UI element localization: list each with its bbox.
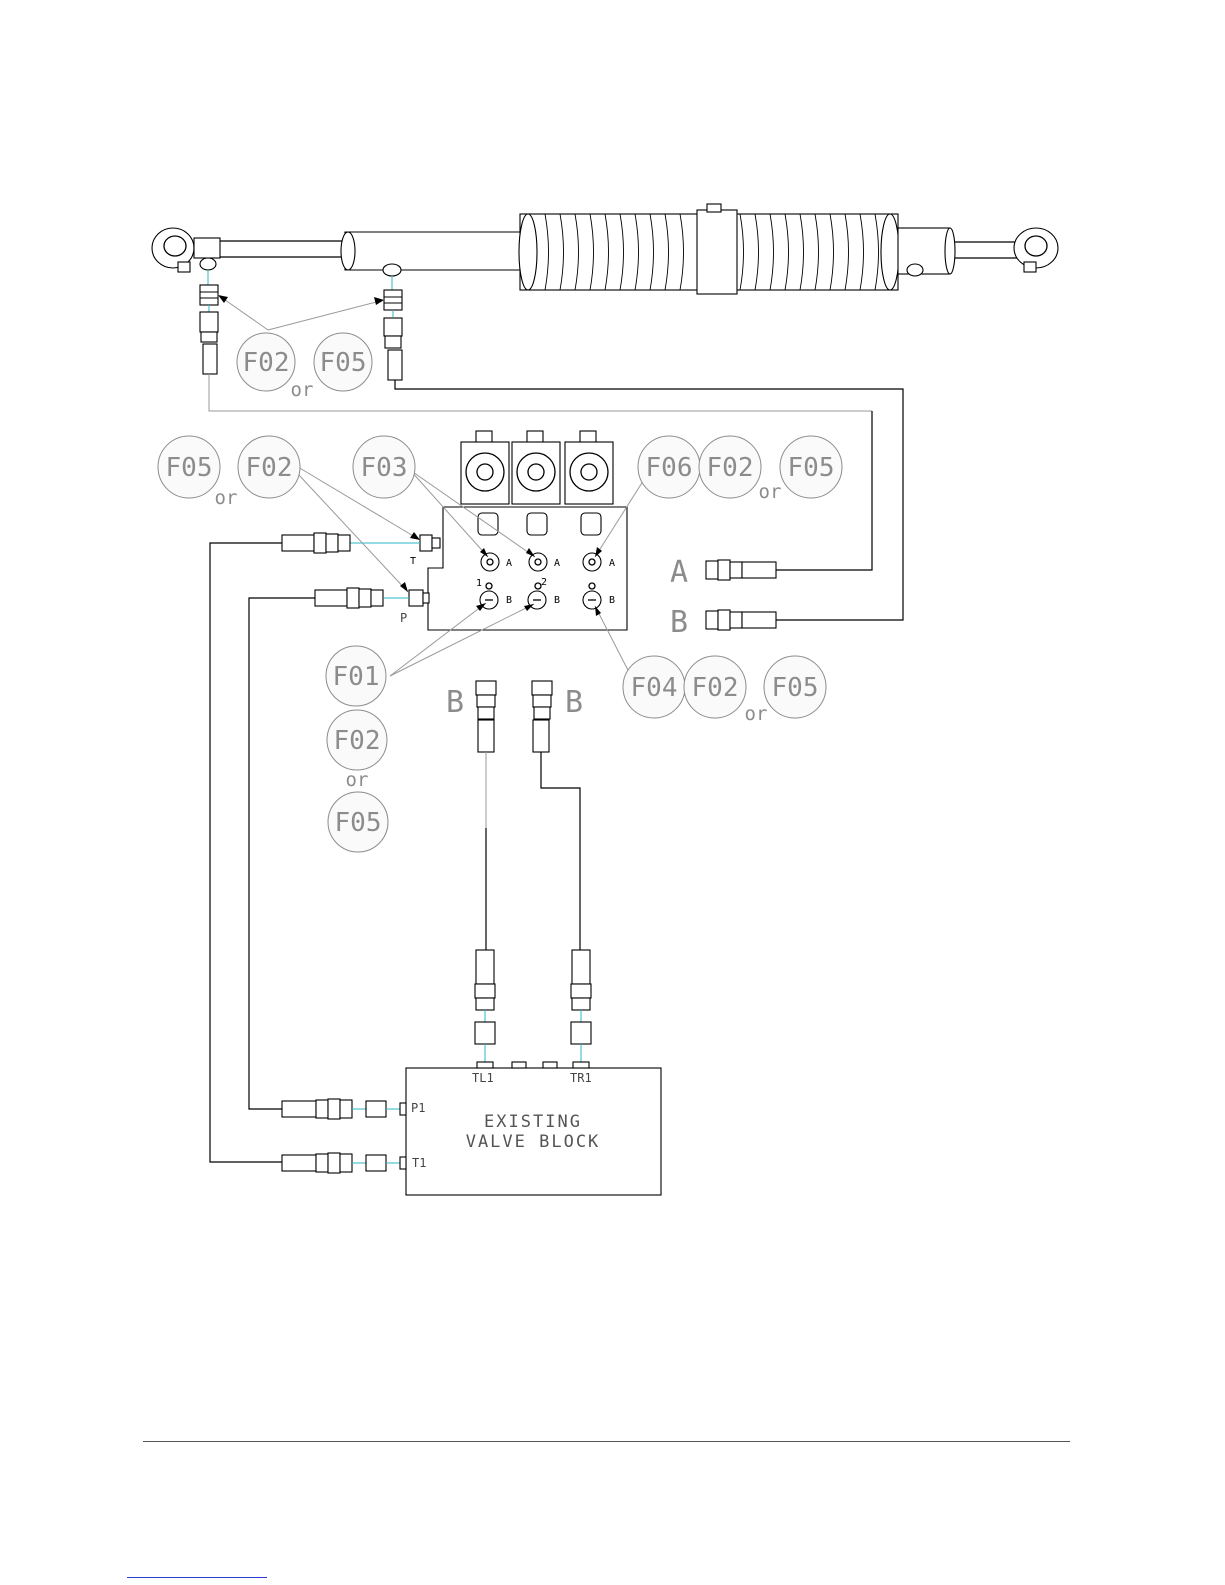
port-a2-label: A [554,558,560,569]
port-p-label: P [400,611,407,625]
svg-text:F02: F02 [707,453,754,483]
callout-top-f05: F05 [314,333,372,391]
svg-text:F06: F06 [646,453,693,483]
callout-right-f02: F02 [699,436,761,498]
callout-mid-f05: F05 [328,792,388,852]
svg-text:F02: F02 [243,348,290,378]
valve-block-title-line1: EXISTING [484,1112,582,1132]
callout-right-f05: F05 [780,436,842,498]
hydraulic-cylinder [152,204,1058,294]
callout-f03: F03 [353,436,415,498]
port-b3-label: B [609,595,615,606]
callout-right-or: or [759,481,782,503]
port-b2-label: B [554,595,560,606]
bottom-link-underline [127,1577,267,1578]
callout-f01: F01 [326,646,386,706]
valve-block-side-fittings [282,1099,406,1173]
callout-low-f05: F05 [764,656,826,718]
existing-valve-block: TL1 TR1 P1 T1 EXISTING VALVE BLOCK [406,1062,661,1195]
valve-block-title-line2: VALVE BLOCK [466,1132,601,1152]
hose-letter-b-mid: B [565,685,583,720]
port-t-label: T [410,556,416,567]
callout-mid-f02: F02 [327,710,387,770]
manifold-tp-hoses [282,533,420,608]
callout-left-or: or [215,487,238,509]
port-1-label: 1 [476,578,482,589]
callout-mid-or: or [346,769,369,791]
callout-left-f02: F02 [238,436,300,498]
hose-letter-b: B [670,605,688,640]
bb-hoses [476,681,580,950]
callout-f06: F06 [638,436,700,498]
port-a3-label: A [609,558,615,569]
port-b1-label: B [506,595,512,606]
svg-text:F02: F02 [692,673,739,703]
svg-text:F05: F05 [335,808,382,838]
valve-block-top-fittings [475,950,591,1062]
svg-text:F05: F05 [788,453,835,483]
solenoid-2 [512,431,560,504]
footer-rule [143,1441,1070,1442]
svg-text:F05: F05 [772,673,819,703]
ab-hose-fittings [706,560,776,630]
return-hoses [210,543,315,1162]
port-2-label: 2 [541,577,547,588]
svg-text:F03: F03 [361,453,408,483]
svg-text:F02: F02 [246,453,293,483]
port-t1-label: T1 [412,1156,426,1170]
solenoid-manifold [409,431,627,630]
callout-f04: F04 [623,656,685,718]
callout-top-f02: F02 [237,333,295,391]
svg-text:F04: F04 [631,673,678,703]
port-tr1-label: TR1 [570,1071,592,1085]
callout-left-f05: F05 [158,436,220,498]
port-tl1-label: TL1 [472,1071,494,1085]
port-a1-label: A [506,558,512,569]
hose-letter-a: A [670,555,688,590]
solenoid-3 [565,431,613,504]
callout-low-f02: F02 [684,656,746,718]
port-p1-label: P1 [411,1101,425,1115]
svg-text:F05: F05 [320,348,367,378]
callout-top-or: or [291,379,314,401]
solenoid-1 [461,431,509,504]
svg-text:F01: F01 [333,662,380,692]
hose-letter-b-left: B [446,685,464,720]
callout-low-or: or [745,703,768,725]
svg-text:F02: F02 [334,726,381,756]
svg-text:F05: F05 [166,453,213,483]
